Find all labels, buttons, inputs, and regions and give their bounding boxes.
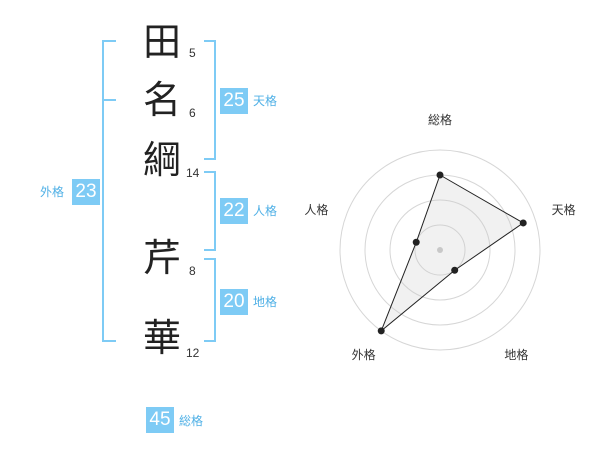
name-char-1: 田: [142, 20, 181, 64]
chikaku-bracket: [204, 258, 216, 342]
gaikaku-label: 外格: [40, 185, 65, 199]
gaikaku-bracket-tick: [102, 99, 116, 101]
name-char-3: 綱: [142, 138, 181, 182]
stroke-count-5: 12: [186, 346, 200, 360]
jinkaku-value-badge: 22: [220, 198, 248, 224]
gaikaku-value-badge: 23: [72, 179, 100, 205]
radar-area: [380, 174, 525, 332]
radar-point: [451, 266, 459, 274]
radar-point: [377, 327, 385, 335]
radar-ring: [339, 149, 541, 351]
radar-center: [437, 247, 443, 253]
stroke-count-2: 6: [189, 106, 196, 120]
name-char-5: 華: [142, 316, 181, 360]
tenkaku-bracket: [204, 40, 216, 160]
name-char-2: 名: [142, 78, 181, 122]
tenkaku-label: 天格: [253, 94, 278, 108]
soukaku-value-badge: 45: [146, 407, 174, 433]
stroke-count-4: 8: [189, 264, 196, 278]
radar-ring: [389, 199, 491, 301]
stroke-count-1: 5: [189, 46, 196, 60]
radar-axis-label: 地格: [504, 347, 528, 362]
radar-axis-label: 外格: [352, 347, 376, 362]
soukaku-label: 総格: [179, 414, 204, 428]
radar-ring: [414, 224, 466, 276]
radar-axis-label: 天格: [552, 202, 576, 217]
radar-point: [519, 219, 527, 227]
chikaku-label: 地格: [253, 295, 278, 309]
jinkaku-bracket: [204, 171, 216, 251]
name-char-4: 芹: [142, 236, 181, 280]
radar-axis-label: 総格: [428, 112, 452, 127]
radar-point: [436, 171, 444, 179]
jinkaku-label: 人格: [253, 204, 278, 218]
gaikaku-bracket: [102, 40, 116, 342]
tenkaku-value-badge: 25: [220, 88, 248, 114]
radar-point: [412, 238, 420, 246]
stroke-count-3: 14: [186, 166, 200, 180]
chikaku-value-badge: 20: [220, 289, 248, 315]
radar-axis-label: 人格: [304, 202, 328, 217]
